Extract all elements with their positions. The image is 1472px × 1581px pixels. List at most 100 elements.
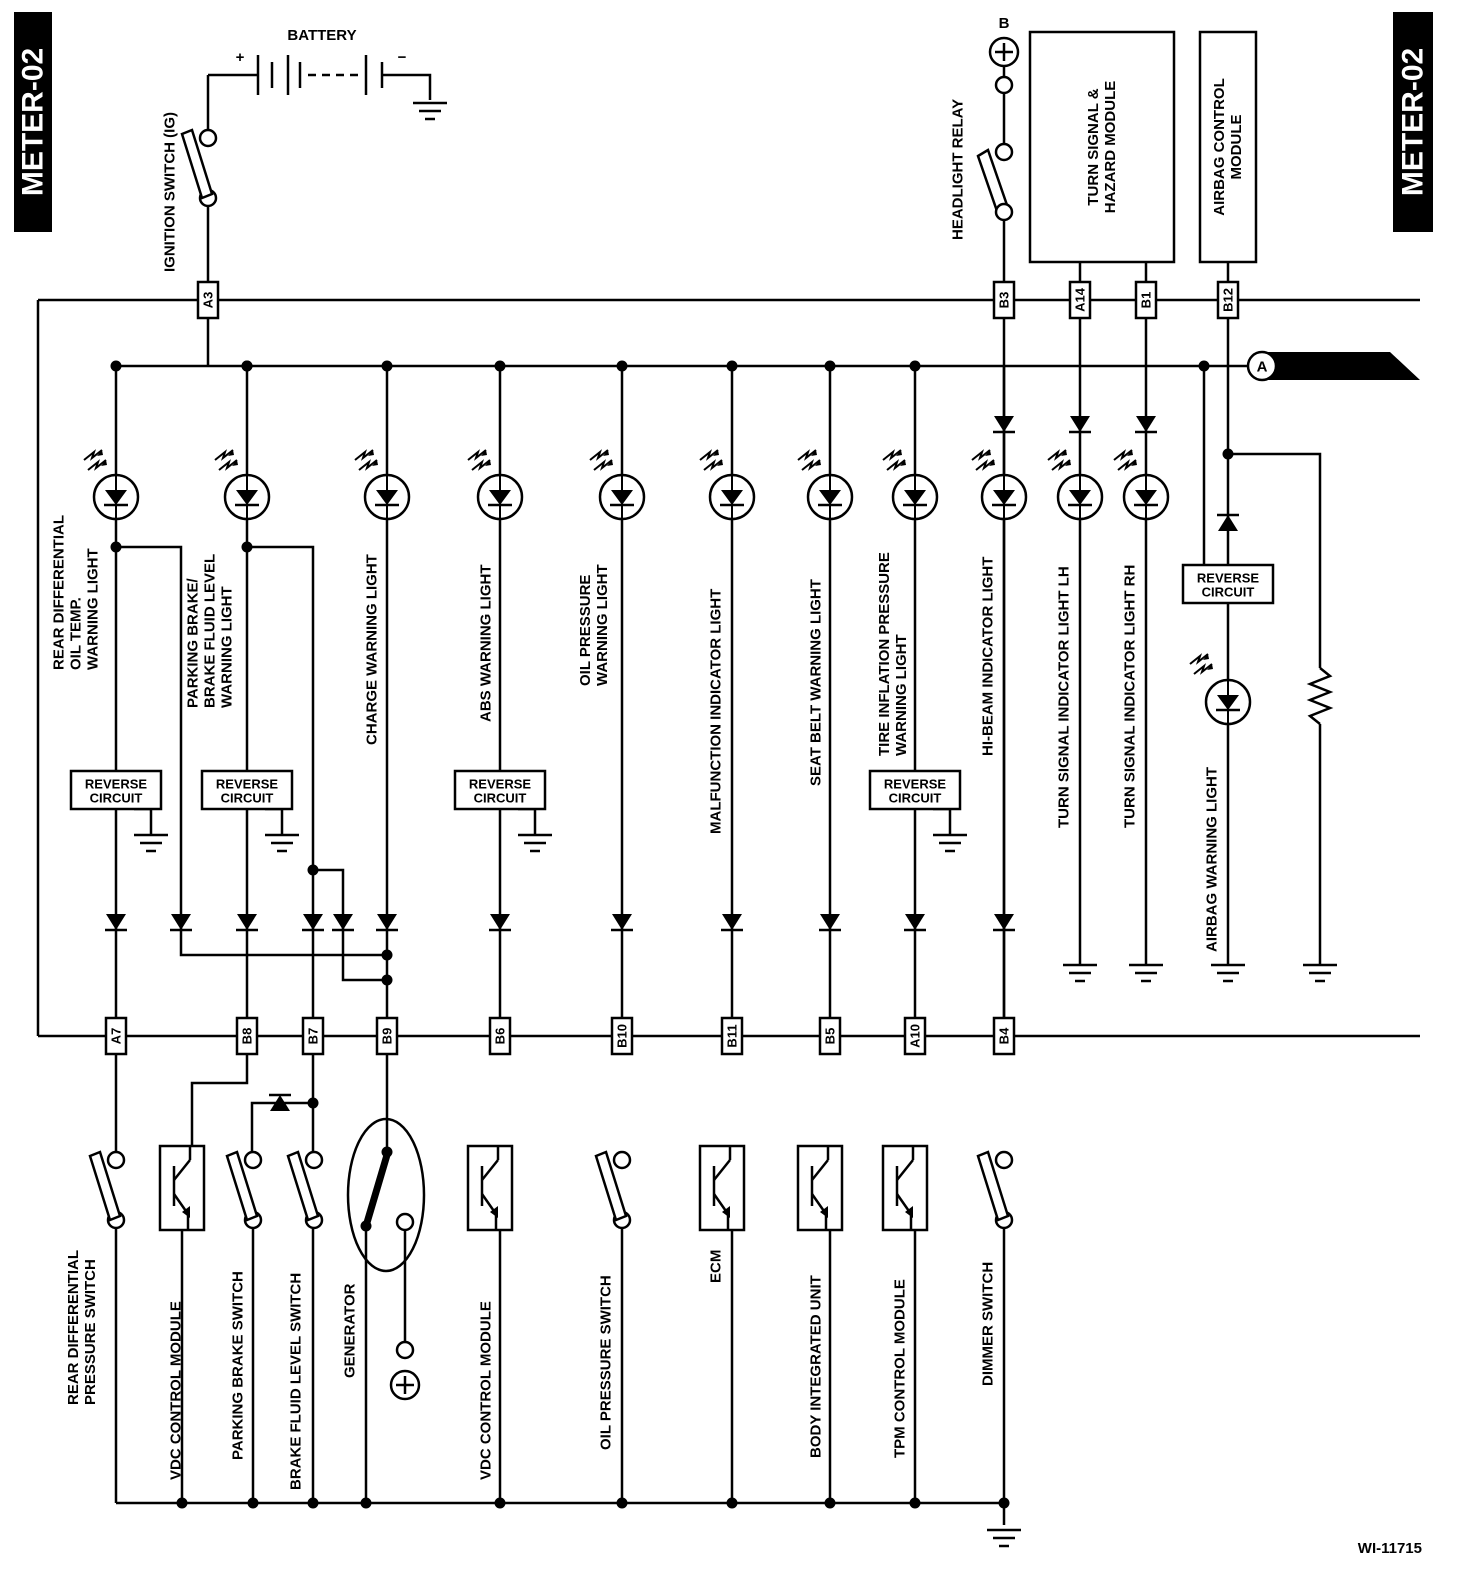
diode-icon bbox=[1215, 513, 1241, 533]
reverse-circuit-label: CIRCUIT bbox=[474, 791, 527, 806]
warning-light-icon bbox=[92, 473, 140, 521]
light-label: SEAT BELT WARNING LIGHT bbox=[808, 579, 825, 786]
junction-dot bbox=[110, 360, 122, 372]
ground-icon bbox=[411, 101, 449, 121]
junction-dot bbox=[824, 360, 836, 372]
device-label: GENERATOR bbox=[342, 1283, 359, 1378]
page-tag-left-label: METER-02 bbox=[17, 48, 50, 196]
junction-dot bbox=[1198, 360, 1210, 372]
switch-contact bbox=[994, 202, 1014, 222]
junction-dot bbox=[381, 949, 393, 961]
connector-pin-label: B9 bbox=[380, 1028, 395, 1045]
airbag-module-label: MODULE bbox=[1228, 115, 1245, 180]
junction-dot bbox=[726, 360, 738, 372]
device-label: PARKING BRAKE SWITCH bbox=[230, 1271, 247, 1460]
ground-icon bbox=[985, 1528, 1023, 1548]
junction-dot bbox=[909, 1497, 921, 1509]
light-label: TIRE INFLATION PRESSURE bbox=[876, 552, 893, 756]
device-label: ECM bbox=[708, 1250, 725, 1283]
airbag-warning-light-icon bbox=[1204, 678, 1252, 726]
connector-pin bbox=[903, 1016, 927, 1056]
diode-icon bbox=[991, 414, 1017, 434]
meter03-tag bbox=[1262, 352, 1420, 380]
light-rays-icon bbox=[214, 449, 239, 471]
diode-icon bbox=[719, 912, 745, 932]
reverse-circuit-box bbox=[69, 769, 163, 811]
diode-icon bbox=[374, 912, 400, 932]
device-label: VDC CONTROL MODULE bbox=[168, 1301, 185, 1480]
diode-icon bbox=[1133, 414, 1159, 434]
warning-light-icon bbox=[598, 473, 646, 521]
switch-blade bbox=[225, 1150, 259, 1222]
junction-dot bbox=[381, 360, 393, 372]
ground-icon bbox=[132, 833, 170, 853]
connector-pin bbox=[720, 1016, 744, 1056]
meter03-label: METER-03 bbox=[1282, 359, 1356, 376]
light-label: BRAKE FLUID LEVEL bbox=[202, 554, 219, 708]
junction-dot bbox=[307, 1497, 319, 1509]
meter03-marker bbox=[1246, 350, 1278, 382]
transistor-icon bbox=[881, 1144, 929, 1232]
ground-icon bbox=[1209, 963, 1247, 983]
reverse-circuit-label: CIRCUIT bbox=[1202, 585, 1255, 600]
transistor-icon bbox=[158, 1144, 206, 1232]
ground-wire bbox=[265, 807, 284, 835]
diode-icon bbox=[1067, 414, 1093, 434]
page-tag-right bbox=[1393, 12, 1433, 232]
ground-icon bbox=[931, 833, 969, 853]
junction-dot bbox=[1222, 448, 1234, 460]
reverse-circuit-label: REVERSE bbox=[1197, 571, 1259, 586]
warning-light-icon bbox=[806, 473, 854, 521]
light-rays-icon bbox=[971, 449, 996, 471]
reverse-circuit-label: CIRCUIT bbox=[889, 791, 942, 806]
connector-pin-label: A10 bbox=[908, 1024, 923, 1048]
generator-blade bbox=[362, 1154, 391, 1227]
light-label: REAR DIFFERENTIAL bbox=[51, 515, 68, 670]
reverse-circuit-box bbox=[1181, 563, 1275, 605]
warning-light-icon bbox=[980, 473, 1028, 521]
reverse-circuit-label: CIRCUIT bbox=[90, 791, 143, 806]
turn-module-label: HAZARD MODULE bbox=[1102, 81, 1119, 214]
connector-pin bbox=[1134, 280, 1158, 320]
light-label: PARKING BRAKE/ bbox=[185, 577, 202, 708]
airbag-module-box bbox=[1198, 30, 1258, 264]
diode-icon bbox=[234, 912, 260, 932]
connector-pin-label: B3 bbox=[997, 292, 1012, 309]
light-label: OIL TEMP. bbox=[68, 597, 85, 670]
switch-contact bbox=[395, 1212, 415, 1232]
airbag-warning-light-label: AIRBAG WARNING LIGHT bbox=[1204, 767, 1221, 952]
device-wire bbox=[250, 1101, 313, 1152]
battery-ground-wire bbox=[382, 73, 432, 100]
switch-contact bbox=[198, 128, 218, 148]
switch-contact bbox=[304, 1150, 324, 1170]
device-label: REAR DIFFERENTIAL bbox=[65, 1250, 82, 1405]
ground-icon bbox=[263, 833, 301, 853]
light-label: WARNING LIGHT bbox=[594, 564, 611, 686]
reverse-circuit-label: REVERSE bbox=[85, 777, 147, 792]
light-rays-icon bbox=[1113, 449, 1138, 471]
device-label: VDC CONTROL MODULE bbox=[478, 1301, 495, 1480]
reverse-circuit-box bbox=[868, 769, 962, 811]
junction-dot bbox=[176, 1497, 188, 1509]
diode-icon bbox=[330, 912, 356, 932]
device-label: PRESSURE SWITCH bbox=[82, 1259, 99, 1405]
junction-dot bbox=[307, 864, 319, 876]
junction-dot bbox=[616, 1497, 628, 1509]
battery-minus: − bbox=[398, 49, 407, 66]
light-label: ABS WARNING LIGHT bbox=[478, 565, 495, 723]
ground-icon bbox=[1301, 963, 1339, 983]
light-label: WARNING LIGHT bbox=[85, 548, 102, 670]
connector-pin bbox=[196, 280, 220, 320]
ground-icon bbox=[516, 833, 554, 853]
connector-pin-label: B11 bbox=[725, 1024, 740, 1047]
cross-wire bbox=[313, 868, 387, 982]
generator-plus-icon bbox=[389, 1369, 421, 1401]
connector-pin bbox=[235, 1016, 259, 1056]
airbag-resistor-wire bbox=[1228, 452, 1322, 668]
junction-dot bbox=[247, 1497, 259, 1509]
light-label: HI-BEAM INDICATOR LIGHT bbox=[980, 557, 997, 756]
resistor-icon bbox=[1306, 667, 1334, 725]
junction-dot bbox=[909, 360, 921, 372]
device-label: OIL PRESSURE SWITCH bbox=[598, 1275, 615, 1450]
switch-blade bbox=[976, 1150, 1010, 1222]
